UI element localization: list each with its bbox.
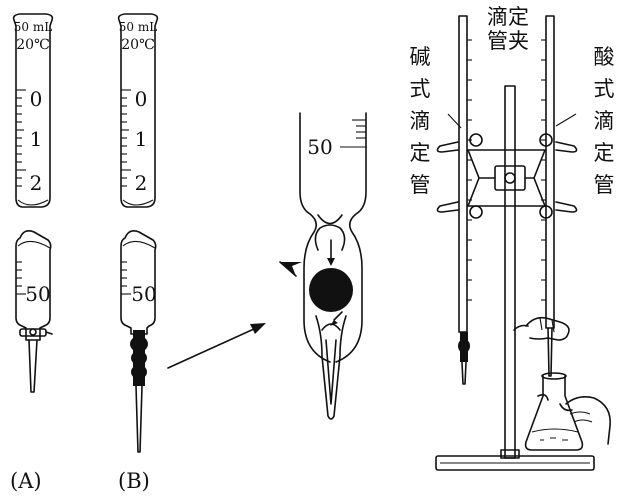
burette-a-scale-50: 50 xyxy=(25,282,50,306)
burette-b-rubber-tube xyxy=(130,330,148,386)
burette-a-scale-0: 0 xyxy=(30,87,43,111)
conical-flask xyxy=(524,372,584,451)
acid-burette-leader xyxy=(555,113,577,127)
burette-b-ticks-lower xyxy=(121,261,131,295)
burette-b-caption: (B) xyxy=(118,469,150,493)
clamp-label: 滴定 管夹 xyxy=(487,5,529,53)
burette-a-temperature-mark: 20℃ xyxy=(16,37,49,53)
burette-b-temperature-mark: 20℃ xyxy=(121,37,154,53)
burette-b-lower: 50 xyxy=(120,230,157,453)
titration-stand xyxy=(435,15,611,471)
burette-b-scale-1: 1 xyxy=(135,127,148,151)
burette-a-volume-mark: 50 mL xyxy=(14,20,52,34)
base-label-char-1: 碱 xyxy=(410,45,431,69)
acid-label-char-2: 式 xyxy=(594,77,615,101)
pointer-arrow xyxy=(167,323,266,369)
acid-burette-label: 酸 式 滴 定 管 xyxy=(594,45,615,197)
acid-label-char-5: 管 xyxy=(594,173,615,197)
burette-b-ticks-upper xyxy=(121,89,131,187)
burette-a-ticks-lower xyxy=(16,261,26,295)
burette-clamp xyxy=(436,133,578,219)
glass-bead xyxy=(309,268,353,312)
base-label-char-2: 式 xyxy=(410,77,431,101)
burette-a-lower: 50 xyxy=(15,230,53,393)
burette-b: 50 mL 20℃ 0 1 2 50 xyxy=(117,13,159,493)
burette-a-scale-1: 1 xyxy=(30,127,43,151)
burette-a-upper: 50 mL 20℃ 0 1 2 xyxy=(12,13,54,208)
burette-a: 50 mL 20℃ 0 1 2 50 xyxy=(10,13,54,493)
hand-upper xyxy=(513,316,570,341)
burette-b-volume-mark: 50 mL xyxy=(119,20,157,34)
base-label-char-4: 定 xyxy=(410,141,431,165)
base-burette-leader xyxy=(447,113,462,129)
bead-detail: 50 xyxy=(279,112,367,420)
burette-a-ticks-upper xyxy=(16,89,26,187)
burette-b-scale-2: 2 xyxy=(135,171,148,195)
detail-scale-50: 50 xyxy=(307,135,332,159)
detail-ticks xyxy=(340,119,366,148)
burette-a-stopcock xyxy=(19,328,53,337)
burette-b-upper: 50 mL 20℃ 0 1 2 xyxy=(117,13,159,208)
acid-label-char-3: 滴 xyxy=(594,109,615,133)
stand-rod xyxy=(504,85,516,459)
burette-b-scale-0: 0 xyxy=(135,87,148,111)
acid-label-char-1: 酸 xyxy=(594,45,615,69)
burette-a-scale-2: 2 xyxy=(30,171,43,195)
clamp-label-line-1: 滴定 xyxy=(487,5,529,29)
base-label-char-5: 管 xyxy=(410,173,431,197)
base-burette-label: 碱 式 滴 定 管 xyxy=(410,45,431,197)
burette-b-scale-50: 50 xyxy=(131,282,156,306)
base-label-char-3: 滴 xyxy=(410,109,431,133)
base-burette xyxy=(458,15,472,385)
clamp-label-line-2: 管夹 xyxy=(487,29,529,53)
hand-lower xyxy=(537,393,611,445)
acid-label-char-4: 定 xyxy=(594,141,615,165)
acid-burette xyxy=(541,15,555,377)
burette-a-caption: (A) xyxy=(10,469,42,493)
